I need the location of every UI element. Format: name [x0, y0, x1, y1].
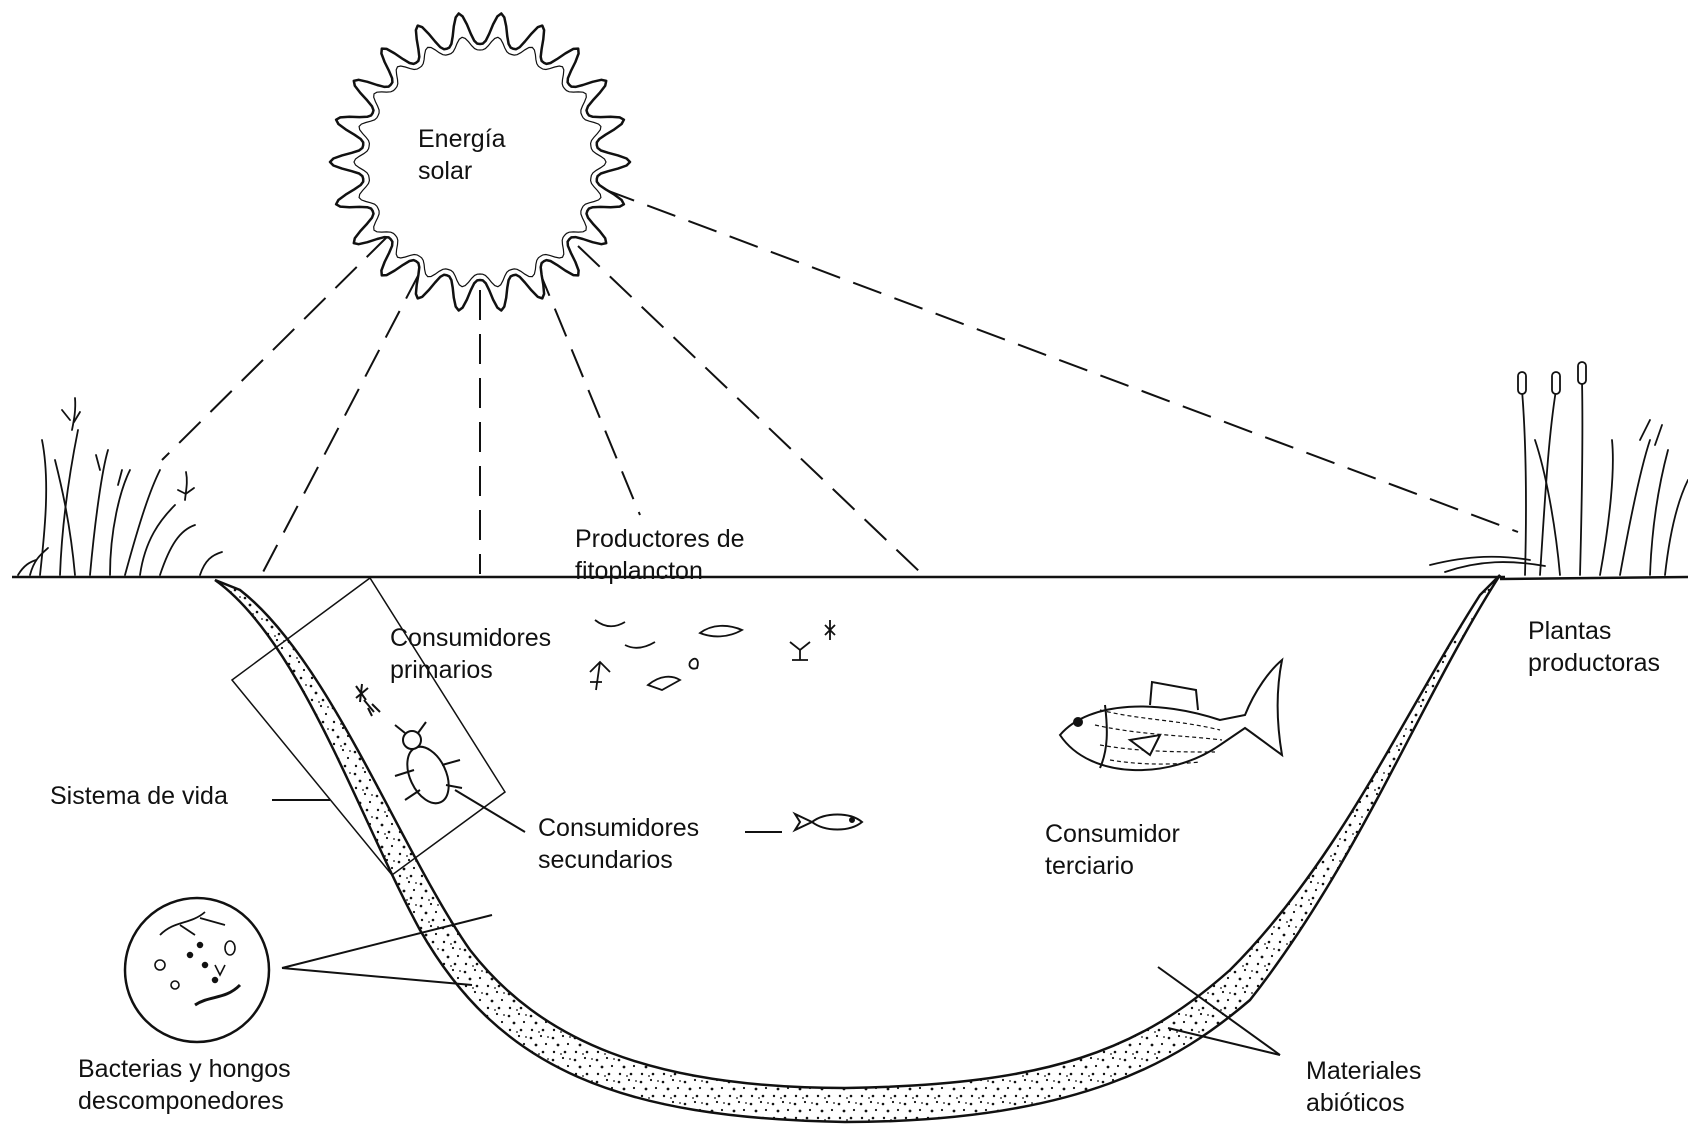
secondary-consumers-label-line2: secundarios: [538, 844, 699, 876]
tertiary-consumer-label-line1: Consumidor: [1045, 818, 1180, 850]
sun-label: Energía solar: [418, 123, 506, 187]
plants-label-line1: Plantas: [1528, 615, 1660, 647]
plants-label-line2: productoras: [1528, 647, 1660, 679]
decomposers-label-line2: descomponedores: [78, 1085, 291, 1117]
beetle-icon: [395, 722, 462, 810]
decomposers-label-line1: Bacterias y hongos: [78, 1053, 291, 1085]
large-fish-icon: [1060, 660, 1282, 770]
primary-consumers-label: Consumidores primarios: [390, 622, 551, 686]
secondary-consumers-label: Consumidores secundarios: [538, 812, 699, 876]
sun-label-line1: Energía: [418, 123, 506, 155]
left-grass-icon: [18, 398, 222, 575]
phytoplankton-label-line1: Productores de: [575, 523, 745, 555]
phytoplankton-label-line2: fitoplancton: [575, 555, 745, 587]
phytoplankton-label: Productores de fitoplancton: [575, 523, 745, 587]
sun-label-line2: solar: [418, 155, 506, 187]
decomposer-magnifier-icon: [125, 898, 269, 1042]
small-fish-icon: [795, 814, 862, 830]
life-system-label-text: Sistema de vida: [50, 780, 228, 812]
plants-label: Plantas productoras: [1528, 615, 1660, 679]
right-plants-icon: [1430, 362, 1688, 575]
sun-rays: [162, 190, 1518, 574]
tertiary-consumer-label: Consumidor terciario: [1045, 818, 1180, 882]
insect-icon: [356, 684, 380, 716]
primary-consumers-label-line1: Consumidores: [390, 622, 551, 654]
secondary-consumers-label-line1: Consumidores: [538, 812, 699, 844]
life-system-label: Sistema de vida: [50, 780, 228, 812]
phytoplankton-icons: [590, 620, 835, 690]
abiotic-label: Materiales abióticos: [1306, 1055, 1421, 1119]
decomposers-label: Bacterias y hongos descomponedores: [78, 1053, 291, 1117]
abiotic-label-line1: Materiales: [1306, 1055, 1421, 1087]
abiotic-label-line2: abióticos: [1306, 1087, 1421, 1119]
primary-consumers-label-line2: primarios: [390, 654, 551, 686]
tertiary-consumer-label-line2: terciario: [1045, 850, 1180, 882]
ground-line: [12, 577, 1688, 579]
